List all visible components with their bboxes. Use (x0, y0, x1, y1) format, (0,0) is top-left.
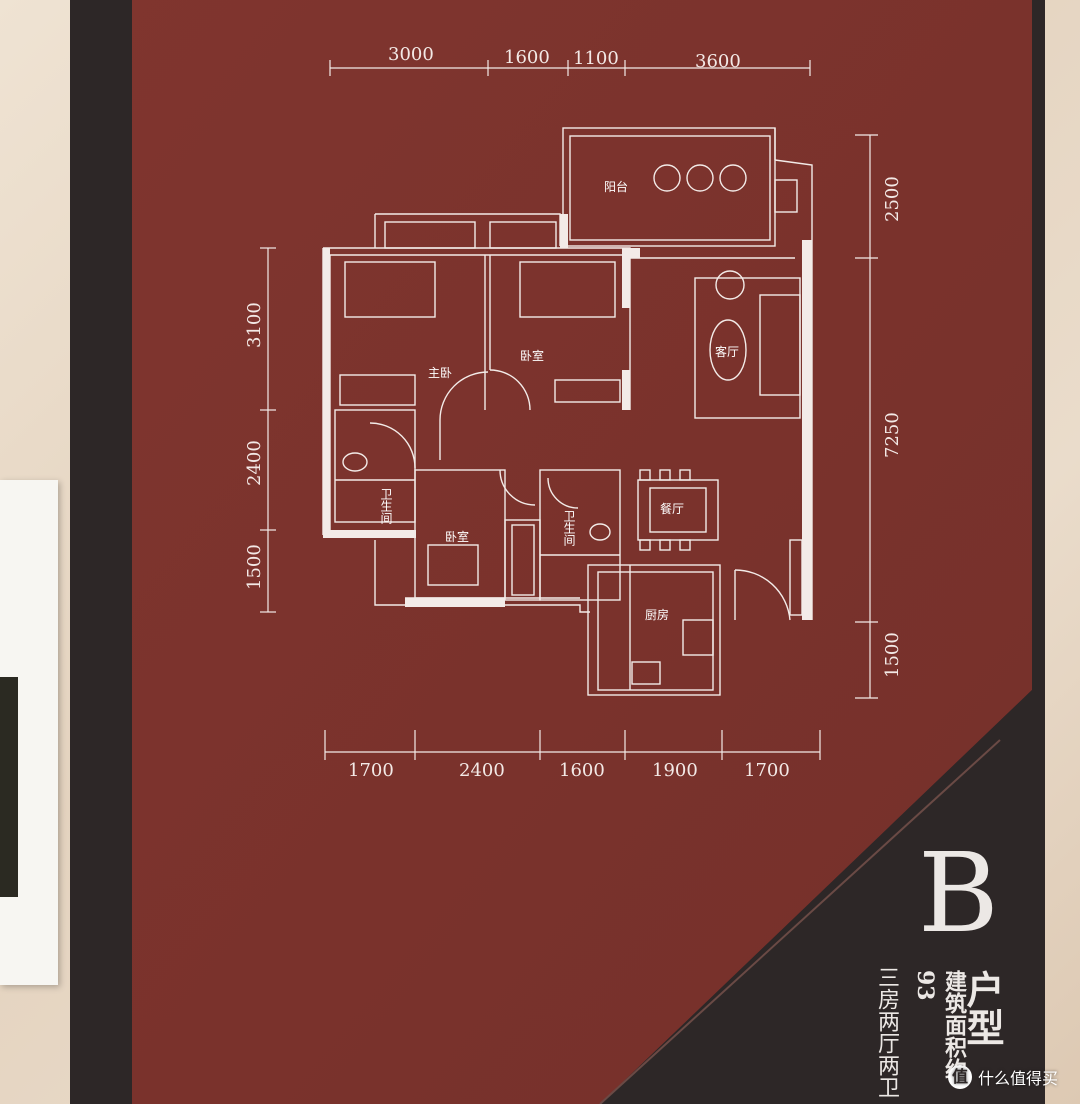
dim-bottom-3: 1600 (559, 760, 605, 781)
dim-top-3: 1100 (573, 48, 619, 69)
dim-top-4: 3600 (695, 51, 741, 72)
side-paper-sheet (0, 480, 58, 985)
dim-top-1: 3000 (388, 44, 434, 65)
unit-letter: B (918, 829, 999, 957)
room-master-bedroom: 主卧 (428, 366, 453, 380)
dim-bottom-4: 1900 (652, 760, 698, 781)
dim-left-3: 1500 (244, 544, 265, 590)
room-bedroom-2: 卧室 (445, 530, 470, 544)
dim-right-2: 7250 (882, 412, 903, 458)
dim-bottom-2: 2400 (459, 760, 505, 781)
dim-top-2: 1600 (504, 47, 550, 68)
dim-right-3: 1500 (882, 632, 903, 678)
room-balcony: 阳台 (604, 180, 629, 194)
dim-bottom-1: 1700 (348, 760, 394, 781)
room-bedroom-1: 卧室 (520, 349, 545, 363)
unit-layout-label: 三房两厅两卫 (874, 966, 899, 1098)
room-kitchen: 厨房 (645, 608, 670, 622)
side-paper-dark-panel (0, 677, 18, 897)
dim-right-1: 2500 (882, 176, 903, 222)
watermark: 值 什么值得买 (948, 1065, 1058, 1089)
dim-left-2: 2400 (244, 440, 265, 486)
unit-type-label: 户型 (960, 970, 1005, 1046)
room-living: 客厅 (715, 345, 740, 359)
watermark-logo-icon: 值 (948, 1065, 972, 1089)
watermark-text: 什么值得买 (978, 1069, 1059, 1088)
dark-corner (600, 690, 1032, 1104)
dim-left-1: 3100 (244, 302, 265, 348)
room-bathroom-2: 卫生间 (562, 510, 576, 546)
unit-area-label: 建筑面积约93 (912, 970, 967, 1080)
floorplan-thick-walls (323, 214, 812, 620)
dim-bottom-5: 1700 (744, 760, 790, 781)
room-bathroom-1: 卫生间 (379, 488, 393, 524)
room-dining: 餐厅 (660, 502, 685, 516)
